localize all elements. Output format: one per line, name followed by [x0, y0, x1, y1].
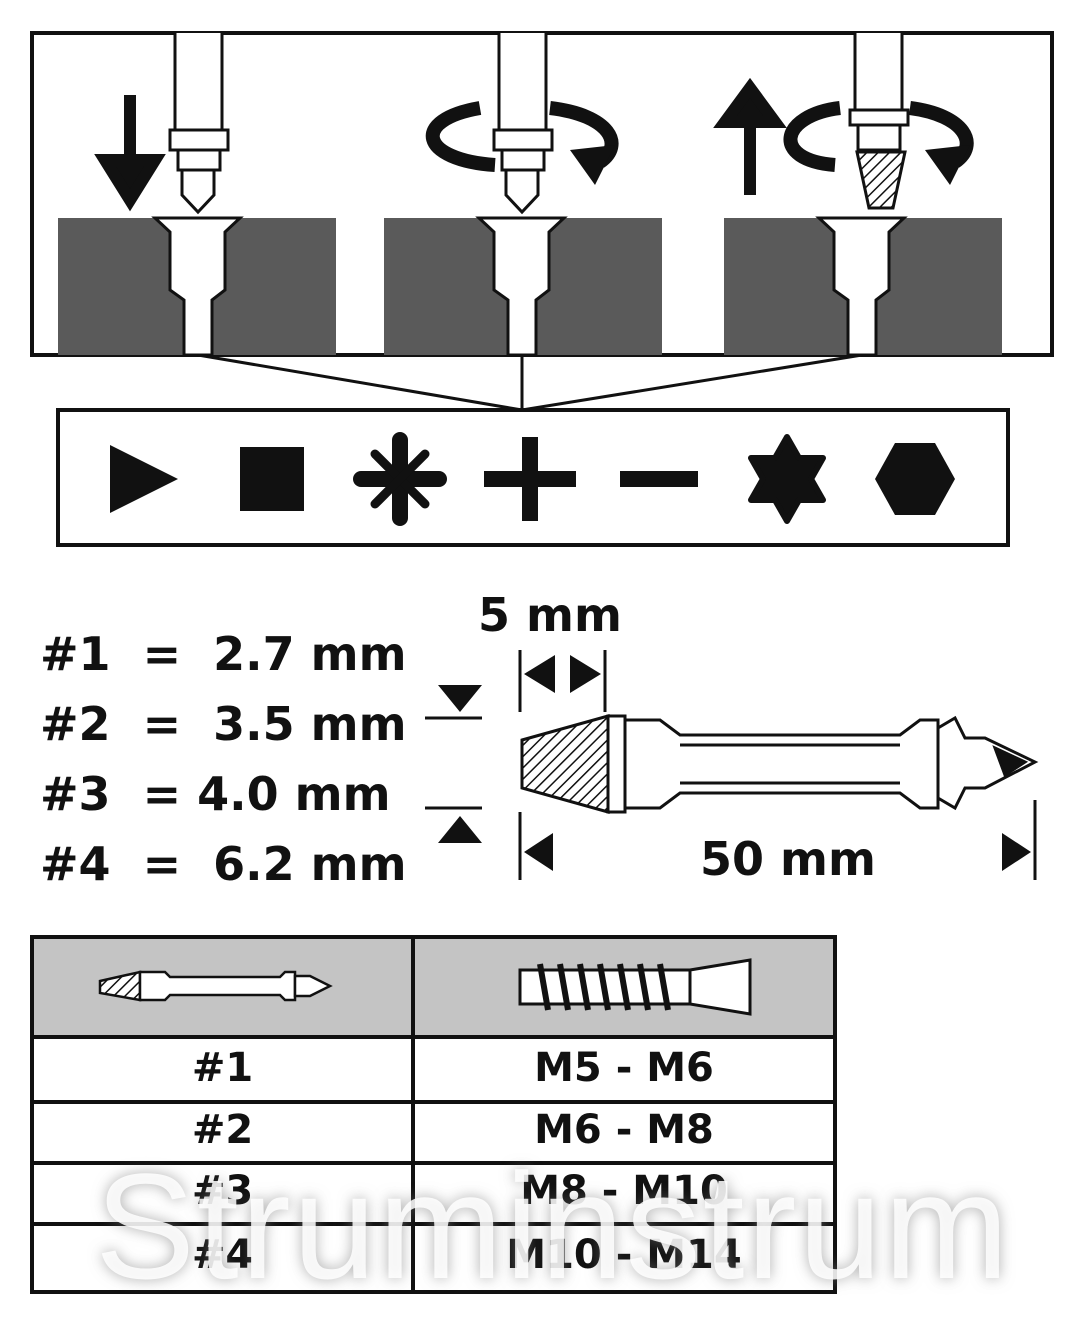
table-size-1: #1	[191, 1045, 254, 1091]
table-range-3: M8 - M10	[520, 1168, 728, 1214]
hex-icon	[875, 443, 955, 515]
square-icon	[240, 447, 304, 511]
watermark: Struminstrum	[95, 1142, 1011, 1310]
table-range-1: M5 - M6	[534, 1045, 714, 1091]
spec-1: #1 = 2.7 mm	[40, 627, 407, 681]
step-3	[713, 33, 1002, 357]
tip-dimension	[518, 650, 607, 712]
screw-hole	[151, 216, 244, 357]
extractor-header-icon	[98, 970, 333, 1002]
extractor-bit	[848, 33, 910, 152]
table-size-2: #2	[191, 1107, 254, 1153]
table-range-2: M6 - M8	[534, 1107, 714, 1153]
phillips-icon	[484, 437, 576, 521]
pozidriv-icon	[353, 432, 447, 526]
extractor-bit	[168, 33, 230, 215]
torx-icon	[748, 434, 826, 524]
table-size-3: #3	[191, 1168, 254, 1214]
table-size-4: #4	[191, 1232, 254, 1278]
step-2	[384, 33, 662, 357]
arrow-down-icon	[94, 95, 166, 212]
connector-lines	[197, 353, 863, 412]
table-range-4: M10 - M14	[506, 1232, 742, 1278]
diameter-markers	[438, 685, 482, 843]
extractor-side-view	[520, 714, 1039, 814]
length-dimension	[518, 800, 1037, 880]
spec-4: #4 = 6.2 mm	[40, 837, 407, 891]
spec-2: #2 = 3.5 mm	[40, 697, 407, 751]
screw-hole	[475, 216, 568, 357]
step-1	[58, 33, 336, 357]
screw-hole	[815, 216, 908, 357]
tip-dimension-label: 5 mm	[478, 588, 622, 642]
spec-3: #3 = 4.0 mm	[40, 767, 391, 821]
extractor-bit	[492, 33, 554, 215]
triangle-icon	[110, 445, 178, 513]
screw-header-icon	[518, 958, 752, 1016]
length-dimension-label: 50 mm	[700, 832, 876, 886]
arrow-up-icon	[713, 77, 787, 195]
